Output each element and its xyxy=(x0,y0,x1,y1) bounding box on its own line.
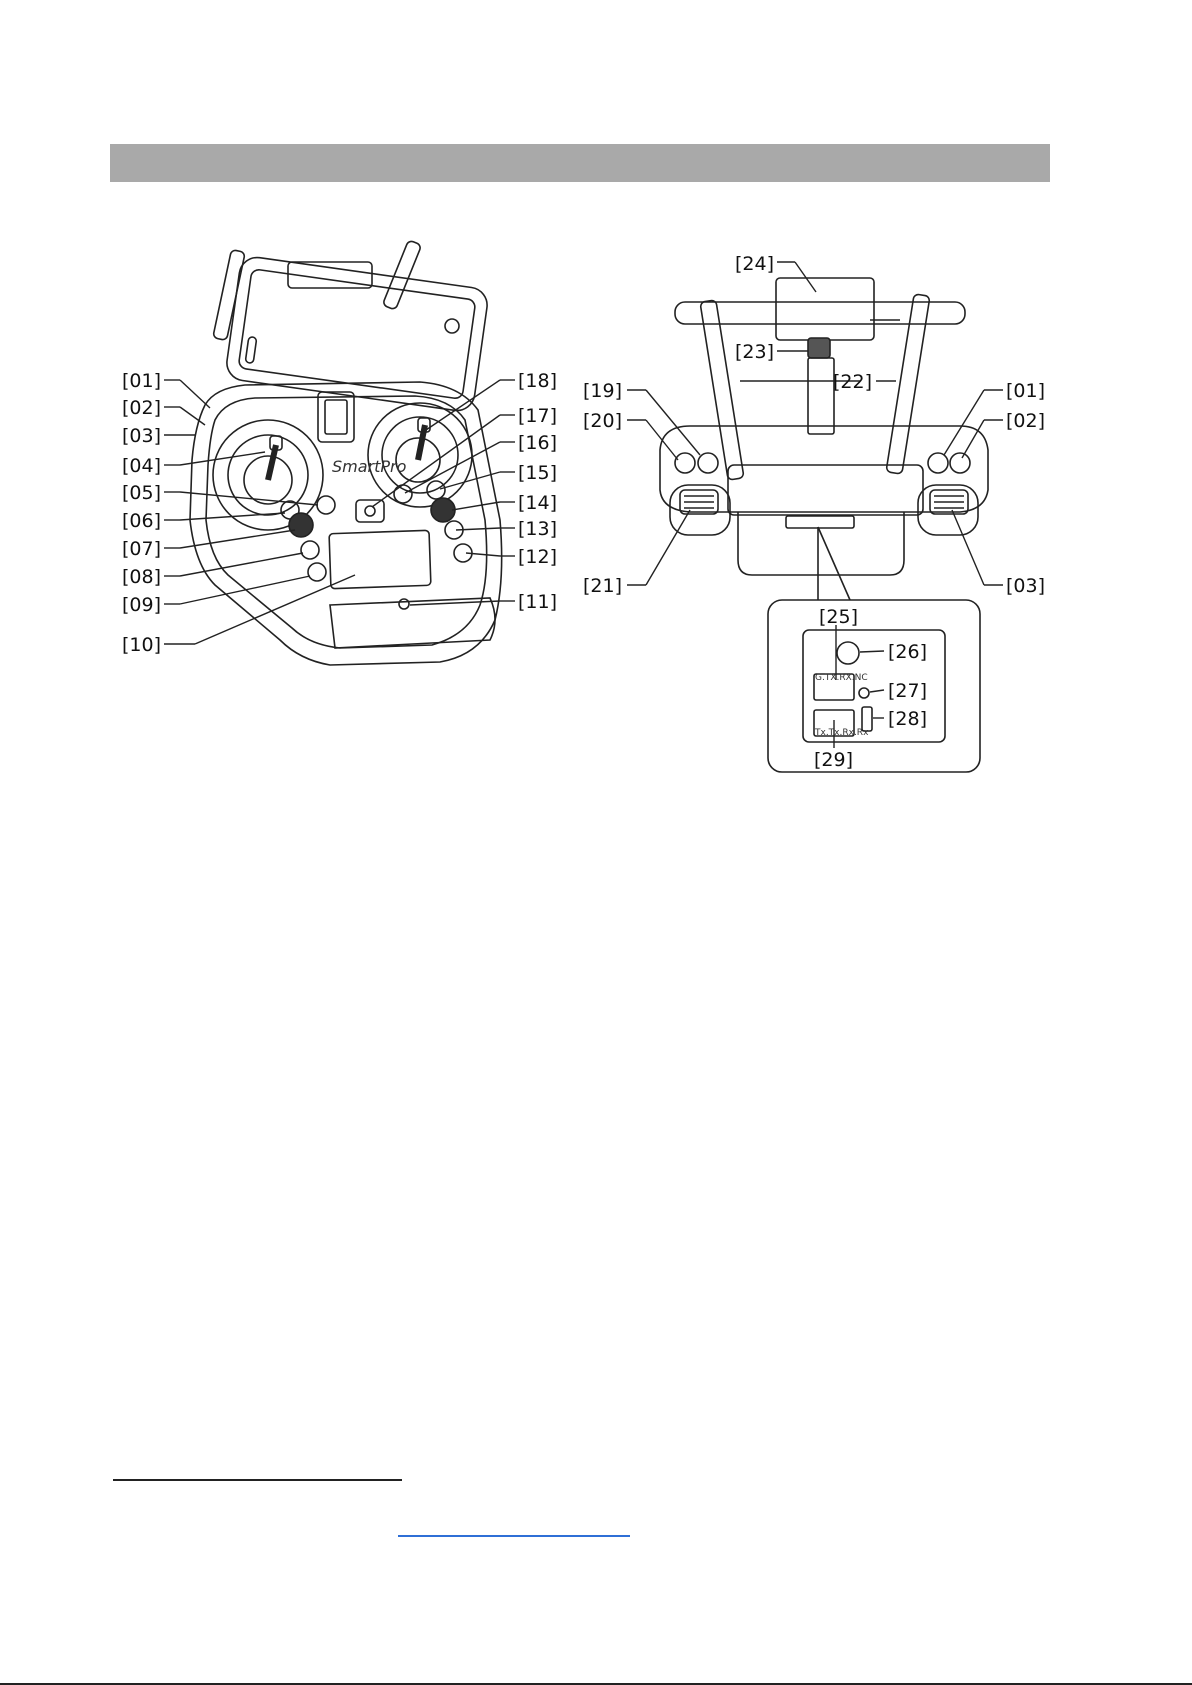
callout-08: [08] xyxy=(122,566,161,588)
callout-24: [24] xyxy=(735,253,774,275)
footnote-separator xyxy=(113,1479,402,1481)
callout-25: [25] xyxy=(819,606,858,628)
callout-13: [13] xyxy=(518,518,557,540)
callout-15: [15] xyxy=(518,462,557,484)
callout-06: [06] xyxy=(122,510,161,532)
brand-label: SmartPro xyxy=(332,457,407,476)
callout-01-front: [01] xyxy=(122,370,161,392)
port-label-top: G.TX.RX.NC xyxy=(815,673,868,683)
callout-03-top: [03] xyxy=(1006,575,1045,597)
callout-16: [16] xyxy=(518,432,557,454)
callout-11: [11] xyxy=(518,591,557,613)
callout-21: [21] xyxy=(583,575,622,597)
callout-07: [07] xyxy=(122,538,161,560)
callout-18: [18] xyxy=(518,370,557,392)
remote-controller-figure: SmartPro [01] [02] [03] [04] [05] [06] [… xyxy=(0,0,1192,800)
callout-23: [23] xyxy=(735,341,774,363)
top-view-drawing xyxy=(660,278,988,772)
footnote-link-underline[interactable] xyxy=(398,1535,630,1537)
callout-28: [28] xyxy=(888,708,927,730)
callout-20: [20] xyxy=(583,410,622,432)
callout-27: [27] xyxy=(888,680,927,702)
front-left-callouts xyxy=(164,380,355,644)
callout-09: [09] xyxy=(122,594,161,616)
callout-05: [05] xyxy=(122,482,161,504)
callout-03-front: [03] xyxy=(122,425,161,447)
callout-14: [14] xyxy=(518,492,557,514)
callout-10: [10] xyxy=(122,634,161,656)
callout-19: [19] xyxy=(583,380,622,402)
callout-22: [22] xyxy=(833,371,872,393)
callout-17: [17] xyxy=(518,405,557,427)
callout-04: [04] xyxy=(122,455,161,477)
callout-02-top: [02] xyxy=(1006,410,1045,432)
port-label-bottom: Tx.Tx.Rx.Rx xyxy=(814,728,869,738)
callout-01-top: [01] xyxy=(1006,380,1045,402)
callout-29: [29] xyxy=(814,749,853,771)
callout-12: [12] xyxy=(518,546,557,568)
callout-02-front: [02] xyxy=(122,397,161,419)
callout-26: [26] xyxy=(888,641,927,663)
front-view-drawing xyxy=(190,240,502,665)
